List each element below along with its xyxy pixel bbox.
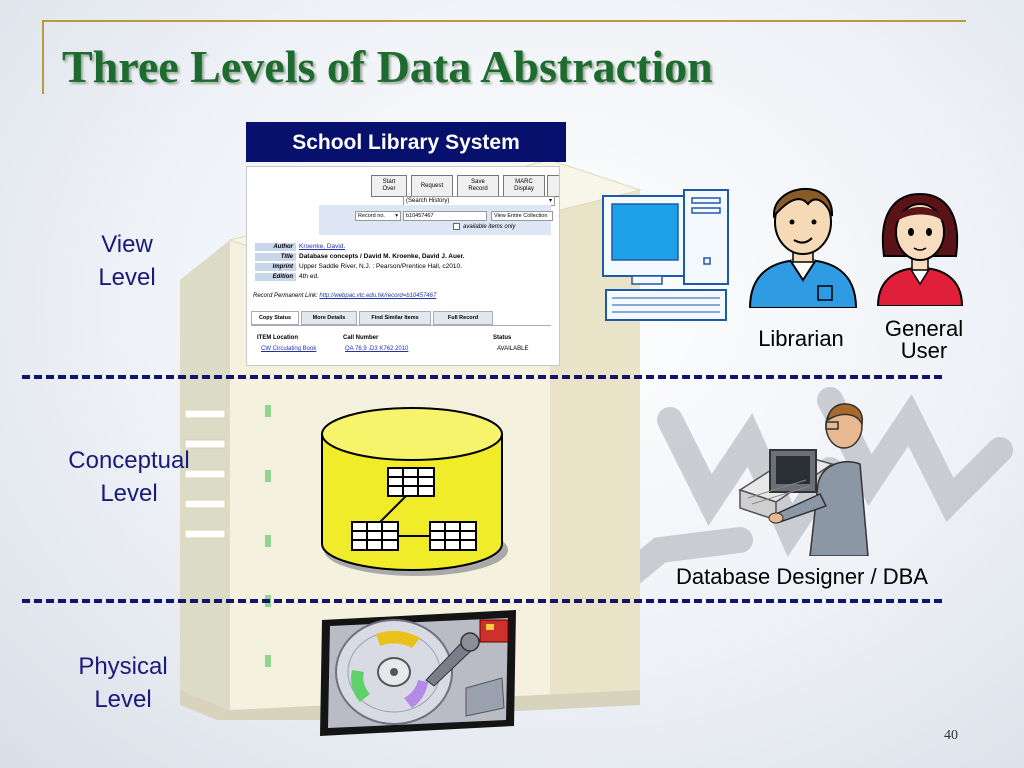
table-row-call-number[interactable]: QA 76.9 .D3 K762 2010 (345, 346, 409, 352)
view-level-label: View Level (98, 231, 156, 291)
tab-copy-status[interactable]: Copy Status (251, 311, 299, 325)
checkbox-icon (453, 223, 460, 230)
table-icon (351, 521, 399, 551)
divider-conceptual-physical (22, 599, 942, 603)
librarian-person-icon (748, 188, 858, 308)
table-icon (387, 467, 435, 497)
computer-icon (602, 189, 729, 321)
title-frame (42, 20, 966, 94)
available-only-checkbox[interactable]: available items only (453, 223, 515, 230)
permanent-link[interactable]: http://webpac.vtc.edu.hk/record=b1045746… (319, 293, 437, 299)
table-row-status: AVAILABLE (497, 346, 529, 352)
chevron-down-icon: ▾ (548, 198, 552, 204)
dba-person-icon (738, 403, 869, 556)
author-link[interactable]: Kroenke, David. (299, 243, 346, 250)
page-number: 40 (944, 728, 958, 743)
database-cylinder-icon (321, 407, 508, 576)
physical-level-label: Physical Level (78, 653, 168, 713)
request-button[interactable]: Request (411, 175, 453, 197)
tab-more-details[interactable]: More Details (301, 311, 357, 325)
tab-full-record[interactable]: Full Record (433, 311, 493, 325)
collection-select[interactable]: View Entire Collection (491, 211, 553, 221)
search-panel: Record no.▾ b10457467 View Entire Collec… (319, 205, 553, 235)
general-user-label: General User (884, 316, 964, 363)
chevron-down-icon: ▾ (395, 213, 398, 219)
hard-disk-icon (320, 610, 516, 736)
divider-view-conceptual (22, 375, 942, 379)
conceptual-level-label: Conceptual Level (68, 447, 190, 507)
permanent-link-row: Record Permanent Link: http://webpac.vtc… (253, 293, 437, 299)
dba-label: Database Designer / DBA (676, 564, 928, 589)
general-user-person-icon (876, 192, 964, 306)
search-type-select[interactable]: Record no.▾ (355, 211, 401, 221)
slide-title: Three Levels of Data Abstraction (62, 41, 713, 92)
library-system-header: School Library System (246, 122, 566, 162)
table-icon (429, 521, 477, 551)
tab-find-similar-items[interactable]: Find Similar Items (359, 311, 431, 325)
librarian-label: Librarian (758, 326, 844, 351)
table-row-location[interactable]: CW Circulating Book (261, 346, 317, 352)
extra-button[interactable] (547, 175, 559, 197)
search-input[interactable]: b10457467 (403, 211, 487, 221)
